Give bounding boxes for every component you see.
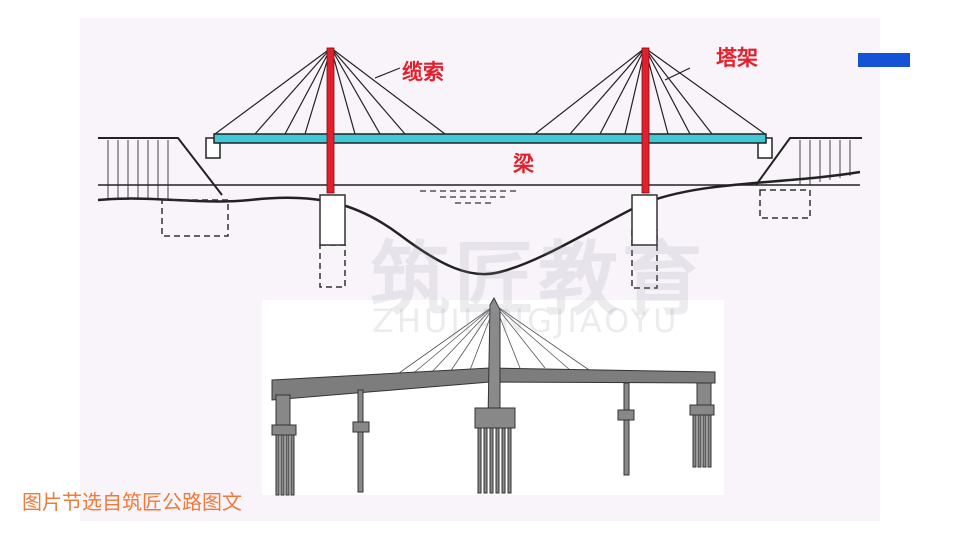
- water-ripples: [420, 190, 520, 204]
- tower-left: [326, 47, 335, 194]
- bridge-beam: [213, 133, 767, 144]
- tower-right: [641, 47, 650, 194]
- stay-cables: [214, 47, 766, 135]
- bridge-3d-illustration: [262, 296, 724, 496]
- source-caption: 图片节选自筑匠公路图文: [22, 490, 242, 514]
- watermark-en: ZHUJIANGJIAOYU: [372, 302, 680, 340]
- label-cable: 缆索: [402, 60, 444, 84]
- watermark-cn: 筑匠教育: [370, 233, 706, 326]
- riverbed-ground: [97, 170, 861, 276]
- pier-right: [631, 194, 658, 246]
- label-tower: 塔架: [716, 46, 758, 70]
- pier-left: [319, 194, 346, 246]
- blue-tag-marker: [858, 53, 910, 67]
- left-bank: [98, 137, 223, 200]
- right-bank: [755, 137, 862, 186]
- label-beam: 梁: [513, 152, 534, 176]
